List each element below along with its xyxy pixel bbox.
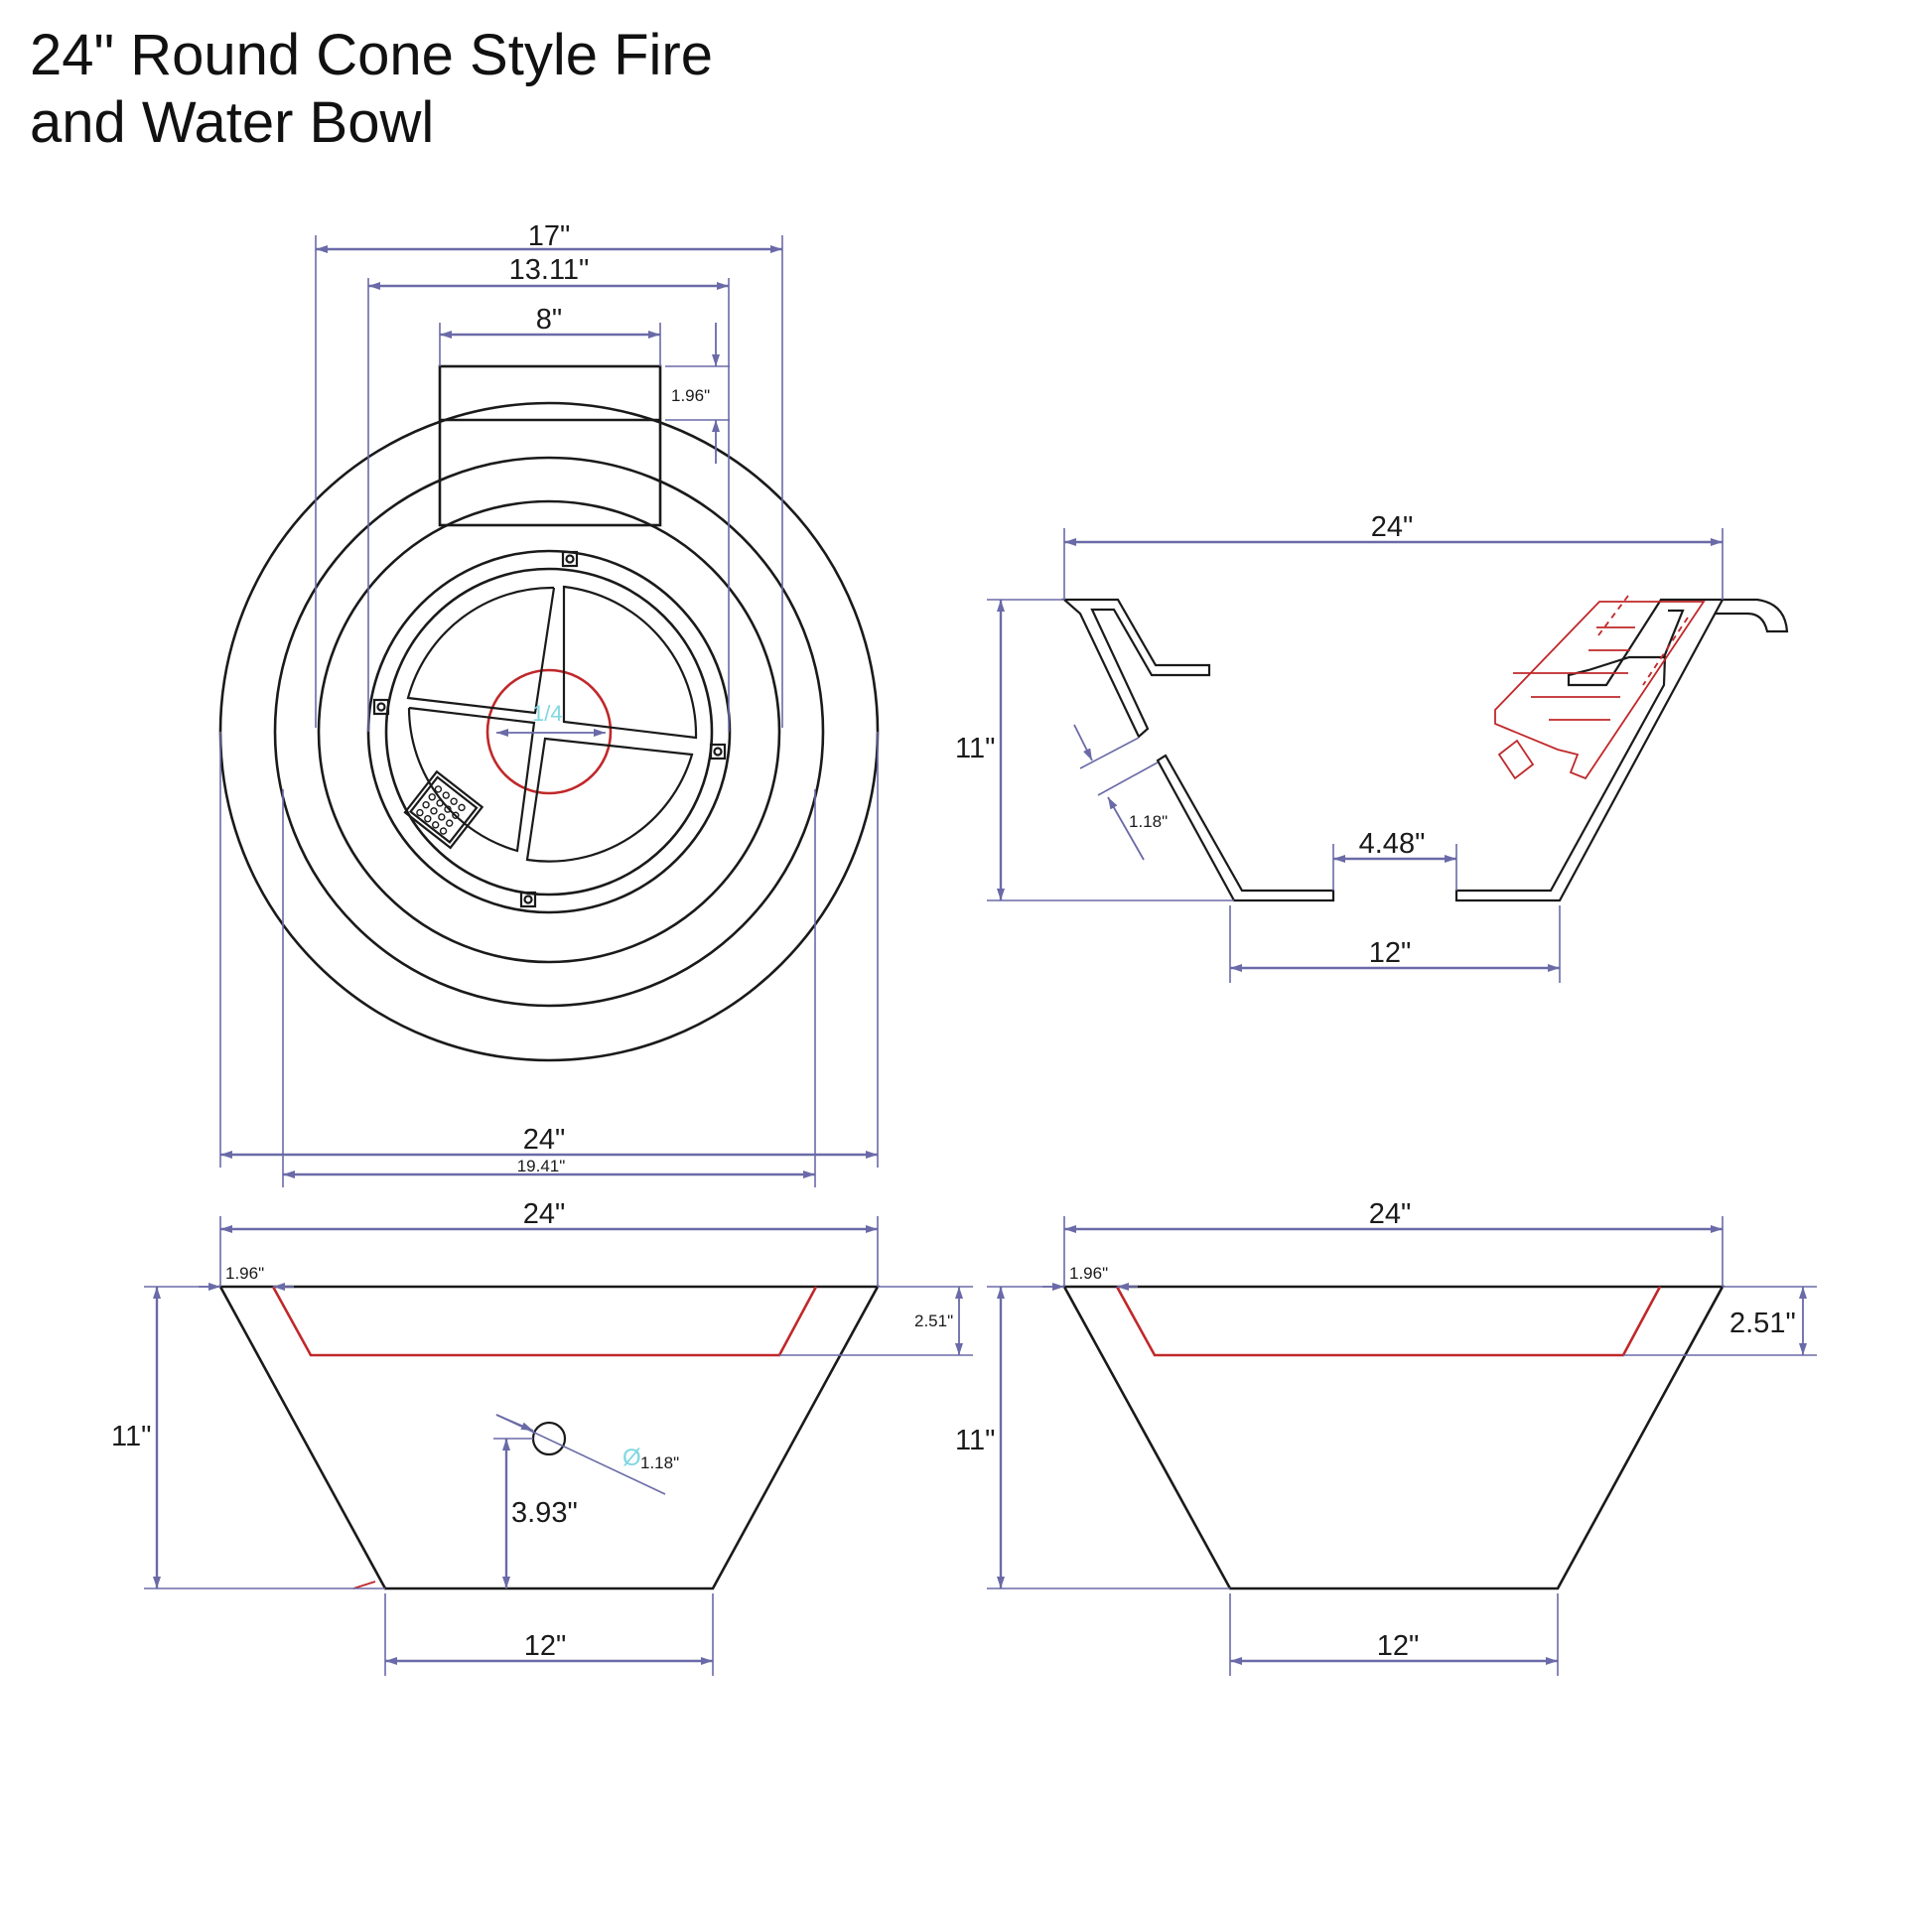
mount-tab-right: [709, 743, 727, 760]
front-label-1-96: 1.96": [225, 1264, 264, 1283]
title-line-2: and Water Bowl: [30, 90, 435, 155]
mount-tab-top-hole: [565, 554, 575, 564]
section-left-wall-lower: [1156, 754, 1335, 902]
mount-tab-bottom-hole: [523, 895, 533, 904]
front-label-11: 11": [111, 1421, 151, 1452]
center-burner-circle: [485, 668, 613, 795]
mount-tab-bottom: [519, 891, 537, 908]
top-view: 1/4 17" 13.11" 8" 1.96" 24" 19.41": [218, 220, 880, 1187]
side-label-1-96: 1.96": [1069, 1264, 1108, 1283]
front-label-2-51: 2.51": [914, 1311, 953, 1330]
front-diameter-symbol: Ø: [622, 1445, 641, 1471]
mount-tab-right-hole: [713, 747, 723, 757]
section-left-wall-upper: [1061, 598, 1211, 739]
spillway-box: [438, 364, 662, 527]
sec-label-24: 24": [1371, 511, 1414, 543]
label-17: 17": [528, 220, 571, 252]
front-label-24: 24": [523, 1198, 566, 1230]
side-label-24: 24": [1369, 1198, 1412, 1230]
side-view: 24" 1.96" 2.51" 11" 12": [955, 1198, 1817, 1676]
sec-dim-line-118-b: [1107, 796, 1145, 861]
label-19-41: 19.41": [517, 1157, 566, 1175]
burner-ring-mid: [384, 567, 714, 897]
sec-label-11: 11": [955, 733, 995, 764]
sec-dim-line-118-a: [1073, 724, 1093, 761]
label-1-96-top: 1.96": [671, 386, 710, 405]
sec-label-12: 12": [1369, 937, 1412, 969]
side-label-2-51: 2.51": [1729, 1308, 1796, 1339]
section-spillway-lip: [1716, 598, 1789, 633]
pan-quadrant-top-right: [562, 585, 698, 740]
side-label-12: 12": [1377, 1630, 1420, 1662]
sec-ext-118-a: [1079, 737, 1140, 769]
side-bowl-outline: [1061, 1285, 1725, 1590]
label-13-11: 13.11": [509, 254, 590, 286]
title-line-1: 24" Round Cone Style Fire: [30, 23, 713, 87]
page-title: 24" Round Cone Style Fire and Water Bowl: [30, 22, 784, 157]
center-mark-label: 1/4: [532, 701, 563, 726]
front-hidden-tick: [352, 1581, 376, 1589]
front-view: 24" 1.96" 2.51" 11" Ø 1.18" 3.93" 12": [111, 1198, 973, 1676]
front-drain-hole: [531, 1421, 567, 1456]
inner-rim-circle: [273, 456, 825, 1008]
mount-tab-top: [561, 550, 579, 568]
mount-tab-left: [372, 698, 390, 716]
front-label-12: 12": [524, 1630, 567, 1662]
label-8: 8": [536, 304, 562, 336]
label-24-top-view: 24": [523, 1124, 566, 1156]
front-bowl-outline: [217, 1285, 881, 1590]
sec-label-4-48: 4.48": [1359, 828, 1426, 860]
front-label-hole: 1.18": [640, 1453, 679, 1472]
sec-ext-118-b: [1097, 761, 1159, 796]
side-hidden-basin: [1115, 1286, 1662, 1357]
front-label-3-93: 3.93": [511, 1497, 578, 1529]
pan-quadrant-top-left: [406, 586, 556, 715]
basin-circle: [317, 499, 781, 964]
side-label-11: 11": [955, 1425, 995, 1456]
section-hidden-spillway-detail: [1494, 595, 1706, 780]
pan-quadrant-bottom-left: [407, 706, 536, 853]
burner-ring-outer: [366, 549, 732, 914]
vent-grille: [403, 769, 484, 850]
front-hole-arrow: [495, 1414, 534, 1432]
sec-label-1-18: 1.18": [1129, 812, 1168, 831]
section-view: 24" 11" 1.18" 4.48" 12": [955, 511, 1789, 983]
mount-tab-left-hole: [376, 702, 386, 712]
section-right-wall-inner: [1662, 609, 1685, 658]
front-hidden-basin: [271, 1286, 818, 1357]
section-right-wall: [1454, 598, 1725, 902]
pan-quadrant-bottom-right: [525, 737, 694, 863]
